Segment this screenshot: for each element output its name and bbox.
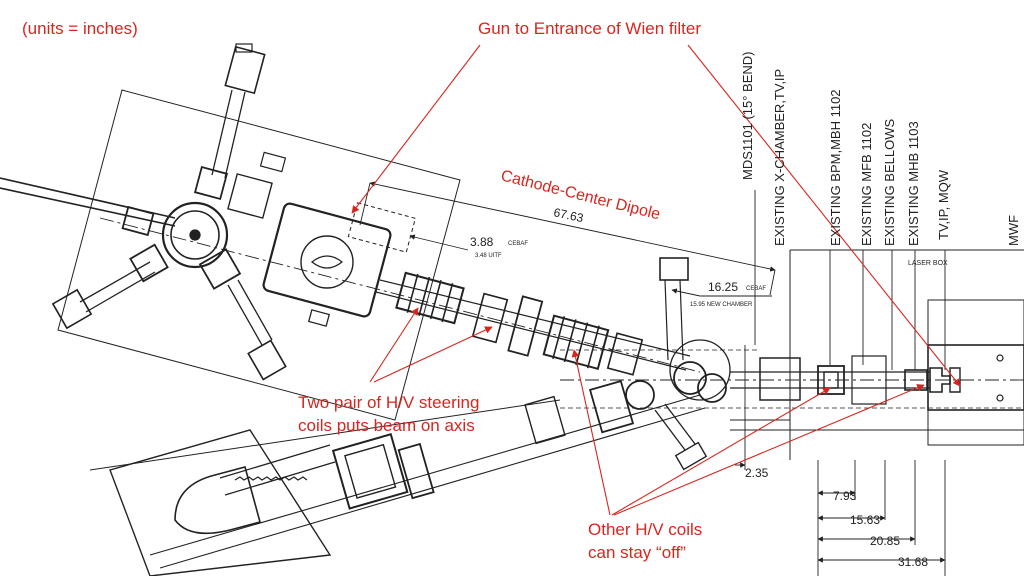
gun-to-wien-label: Gun to Entrance of Wien filter — [478, 19, 701, 38]
straight-beamline — [560, 249, 1024, 460]
main-beamline — [99, 217, 731, 403]
dim-15-95: 15.95 NEW CHAMBER — [690, 302, 753, 308]
dim-7-93: 7.93 — [833, 489, 857, 503]
vlabel-mds1101: MDS1101 (15° BEND) — [740, 51, 755, 180]
dim-3-48: 3.48 UITF — [475, 253, 502, 259]
dim-20-85: 20.85 — [870, 534, 900, 548]
units-note: (units = inches) — [22, 19, 138, 38]
vlabel-bpm-mbh: EXISTING BPM,MBH 1102 — [828, 89, 843, 246]
vlabel-tv-ip-mqw: TV,IP, MQW — [936, 169, 951, 240]
dim-2-35: 2.35 — [745, 466, 769, 480]
vertical-component-labels: MDS1101 (15° BEND) EXISTING X-CHAMBER,TV… — [740, 51, 1021, 246]
other-coils-line2: can stay “off” — [588, 543, 686, 562]
gun-chamber-assembly — [0, 43, 461, 421]
dim-15-63: 15.63 — [850, 513, 880, 527]
dim-67-63: 67.63 — [552, 205, 585, 225]
dimension-labels: 67.63 3.88 CEBAF 3.48 UITF 16.25 CEBAF 1… — [470, 205, 948, 569]
annotation-arrows — [351, 44, 961, 516]
dim-16-25: 16.25 — [708, 280, 738, 294]
dim-31-68: 31.68 — [898, 555, 928, 569]
dim-3-88-tag: CEBAF — [508, 241, 528, 247]
other-coils-line1: Other H/V coils — [588, 520, 703, 539]
steering-label-line2: coils puts beam on axis — [298, 416, 475, 435]
vlabel-mhb: EXISTING MHB 1103 — [906, 121, 921, 246]
vlabel-x-chamber: EXISTING X-CHAMBER,TV,IP — [772, 69, 787, 246]
vlabel-bellows: EXISTING BELLOWS — [882, 119, 897, 246]
dimension-lines — [359, 181, 946, 576]
dim-3-88: 3.88 — [470, 235, 494, 249]
vlabel-mfb: EXISTING MFB 1102 — [859, 123, 874, 246]
dim-16-25-tag: CEBAF — [746, 286, 766, 292]
lower-beamline — [89, 379, 708, 577]
vlabel-mwf: MWF — [1006, 215, 1021, 246]
steering-label-line1: Two pair of H/V steering — [298, 393, 480, 412]
laser-box-label: LASER BOX — [908, 260, 948, 267]
